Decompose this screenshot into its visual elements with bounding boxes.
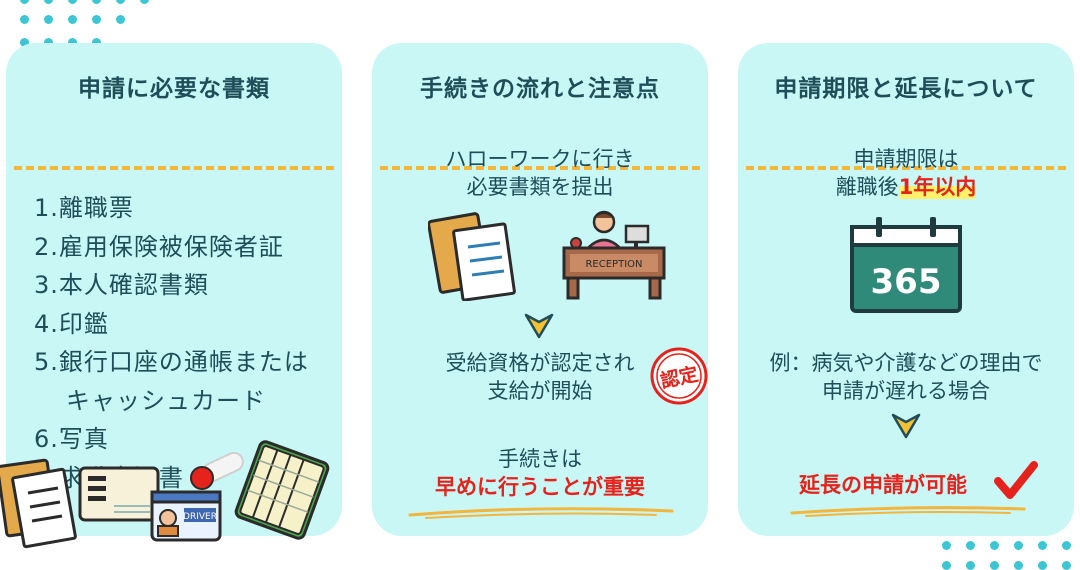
step2-line1: 受給資格が認定され bbox=[445, 351, 635, 375]
example-line2: 申請が遅れる場合 bbox=[822, 379, 990, 403]
id-card-icon bbox=[78, 466, 160, 526]
underline-mark bbox=[406, 503, 676, 521]
step1-text: ハローワークに行き 必要書類を提出 bbox=[372, 145, 708, 201]
dashed-divider bbox=[746, 166, 1066, 170]
example-line1: 例：病気や介護などの理由で bbox=[769, 351, 1043, 375]
list-item: 4.印鑑 bbox=[34, 309, 109, 338]
step2-text: 受給資格が認定され 支給が開始 bbox=[372, 349, 708, 405]
deadline-text: 申請期限は 離職後1年以内 bbox=[738, 145, 1074, 201]
deadline-line1: 申請期限は bbox=[853, 147, 959, 171]
reception-sign: RECEPTION bbox=[585, 259, 642, 270]
card-required-documents: 申請に必要な書類 1.離職票 2.雇用保険被保険者証 3.本人確認書類 4.印鑑… bbox=[6, 43, 342, 536]
card-title-procedure-flow: 手続きの流れと注意点 bbox=[420, 76, 660, 102]
card-title-required-documents: 申請に必要な書類 bbox=[78, 76, 270, 102]
decorative-dots-bottom-right bbox=[930, 535, 1080, 570]
example-text: 例：病気や介護などの理由で 申請が遅れる場合 bbox=[738, 349, 1074, 405]
check-mark-icon bbox=[994, 461, 1038, 501]
list-item: 3.本人確認書類 bbox=[34, 271, 209, 299]
deadline-prefix: 離職後 bbox=[835, 175, 899, 199]
arrow-down-icon bbox=[524, 313, 554, 339]
calendar-number: 365 bbox=[871, 262, 942, 302]
step1-line2: 必要書類を提出 bbox=[466, 175, 614, 199]
decorative-dots-top-left bbox=[0, 0, 160, 50]
card-procedure-flow: 手続きの流れと注意点 ハローワークに行き 必要書類を提出 RECEPTION bbox=[372, 43, 708, 536]
calendar-365-icon: 365 bbox=[848, 215, 964, 315]
list-item: 2.雇用保険被保険者証 bbox=[34, 232, 284, 261]
license-label: DRIVER bbox=[183, 512, 217, 522]
note-line1: 手続きは bbox=[498, 447, 582, 471]
bankbook-icon bbox=[232, 440, 332, 540]
step2-line2: 支給が開始 bbox=[487, 379, 593, 403]
dashed-divider bbox=[380, 166, 700, 170]
extension-label: 延長の申請が可能 bbox=[799, 473, 967, 497]
extension-text: 延長の申請が可能 bbox=[738, 471, 1074, 499]
dashed-divider bbox=[14, 166, 334, 170]
documents-icon bbox=[428, 211, 524, 301]
underline-mark bbox=[788, 503, 1028, 519]
deadline-line2: 離職後1年以内 bbox=[738, 173, 1074, 201]
reception-desk-icon: RECEPTION bbox=[560, 208, 670, 303]
list-item: 6.写真 bbox=[34, 425, 109, 453]
drivers-license-icon: DRIVER bbox=[150, 484, 222, 544]
step1-line1: ハローワークに行き bbox=[445, 147, 635, 171]
seal-stamp-icon bbox=[188, 452, 248, 492]
card-title-deadline-extension: 申請期限と延長について bbox=[774, 76, 1038, 102]
documents-illustration-icon bbox=[0, 455, 80, 550]
list-item: キャッシュカード bbox=[66, 386, 266, 415]
deadline-highlight: 1年以内 bbox=[898, 175, 977, 199]
note-text: 手続きは 早めに行うことが重要 bbox=[372, 445, 708, 501]
note-line2: 早めに行うことが重要 bbox=[435, 475, 645, 499]
arrow-down-icon bbox=[891, 413, 921, 439]
documents-list: 1.離職票 2.雇用保険被保険者証 3.本人確認書類 4.印鑑 5.銀行口座の通… bbox=[34, 189, 309, 497]
list-item: 1.離職票 bbox=[34, 194, 134, 222]
card-deadline-extension: 申請期限と延長について 申請期限は 離職後1年以内 365 例：病気や介護などの… bbox=[738, 43, 1074, 536]
list-item: 5.銀行口座の通帳または bbox=[34, 348, 309, 376]
approval-stamp-icon: 認定 bbox=[648, 345, 708, 407]
